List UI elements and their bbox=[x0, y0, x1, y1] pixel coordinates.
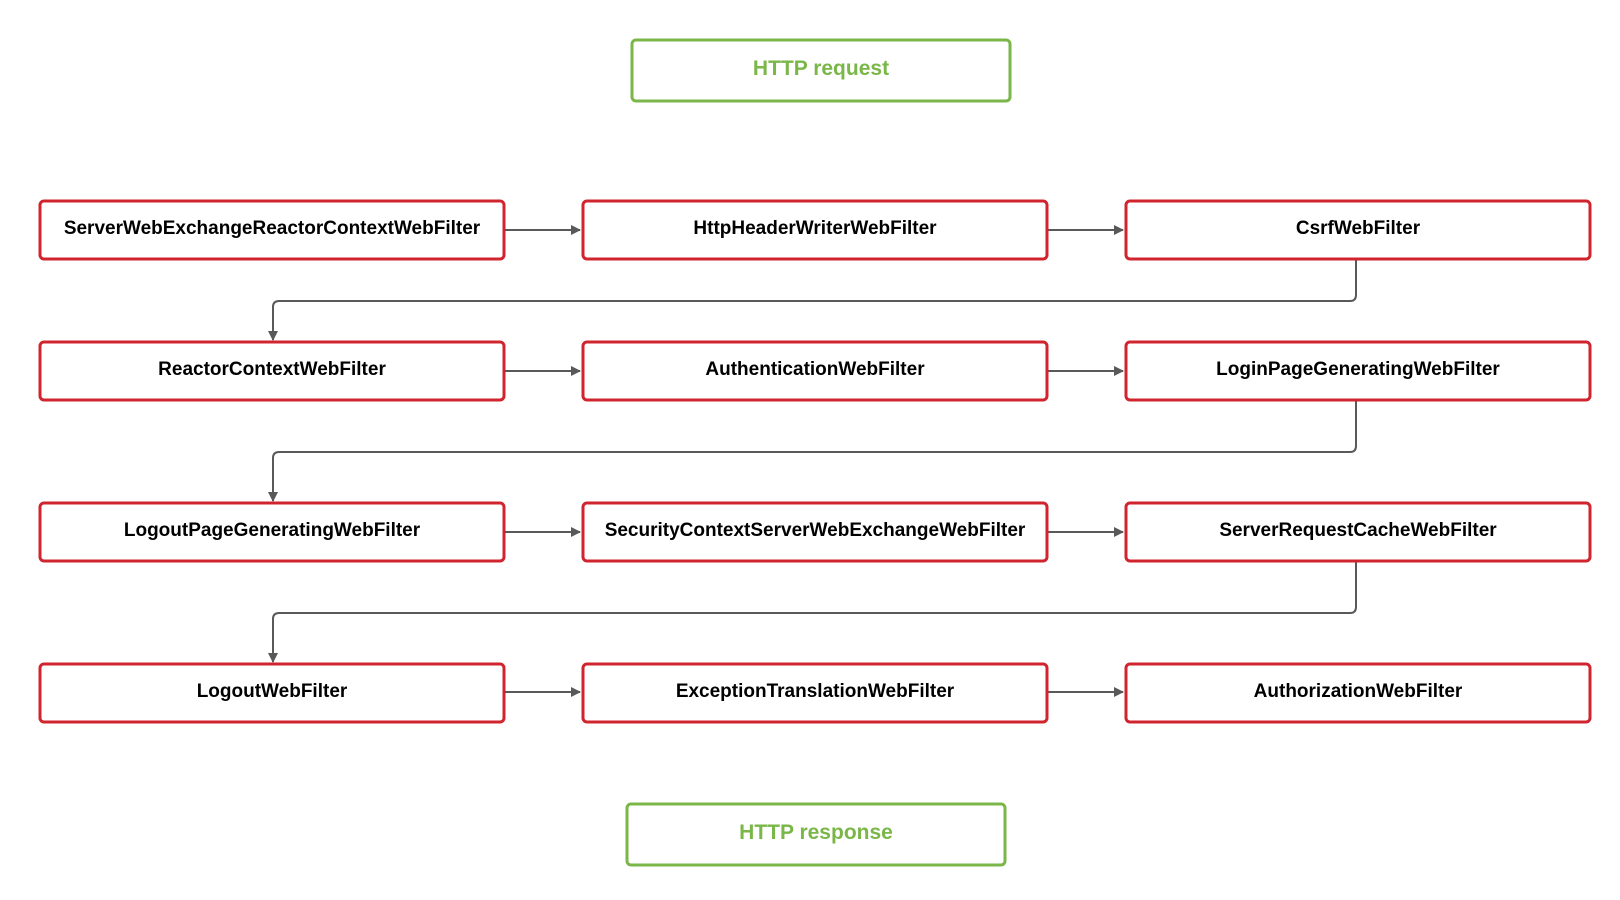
filter-label: ServerRequestCacheWebFilter bbox=[1219, 520, 1497, 541]
filter-node-server-request-cache: ServerRequestCacheWebFilter bbox=[1124, 501, 1592, 563]
http-response-label: HTTP response bbox=[739, 821, 893, 844]
filter-node-logout-page-generating: LogoutPageGeneratingWebFilter bbox=[38, 501, 506, 563]
filter-label: AuthorizationWebFilter bbox=[1254, 681, 1463, 702]
filter-node-server-web-exchange-reactor-context: ServerWebExchangeReactorContextWebFilter bbox=[38, 199, 506, 261]
filter-node-authentication: AuthenticationWebFilter bbox=[581, 340, 1049, 402]
filter-label: ExceptionTranslationWebFilter bbox=[676, 681, 955, 702]
filter-label: SecurityContextServerWebExchangeWebFilte… bbox=[605, 520, 1026, 541]
filter-node-reactor-context: ReactorContextWebFilter bbox=[38, 340, 506, 402]
filter-label: AuthenticationWebFilter bbox=[705, 359, 925, 380]
connectors bbox=[268, 225, 1357, 697]
filter-node-security-context-server-web-exchange: SecurityContextServerWebExchangeWebFilte… bbox=[581, 501, 1049, 563]
filter-node-exception-translation: ExceptionTranslationWebFilter bbox=[581, 662, 1049, 724]
http-request-label: HTTP request bbox=[753, 57, 889, 80]
connector-arrow bbox=[268, 561, 1357, 663]
filter-label: HttpHeaderWriterWebFilter bbox=[693, 218, 937, 239]
connector-arrow bbox=[268, 259, 1357, 341]
http-response-node: HTTP response bbox=[625, 802, 1007, 867]
connector-arrow bbox=[268, 400, 1357, 502]
filter-label: ServerWebExchangeReactorContextWebFilter bbox=[64, 218, 481, 239]
filter-node-logout: LogoutWebFilter bbox=[38, 662, 506, 724]
filter-label: CsrfWebFilter bbox=[1296, 218, 1421, 239]
filter-node-login-page-generating: LoginPageGeneratingWebFilter bbox=[1124, 340, 1592, 402]
filter-label: LoginPageGeneratingWebFilter bbox=[1216, 359, 1500, 380]
filter-label: LogoutWebFilter bbox=[197, 681, 348, 702]
filter-node-authorization: AuthorizationWebFilter bbox=[1124, 662, 1592, 724]
filter-label: ReactorContextWebFilter bbox=[158, 359, 386, 380]
filter-label: LogoutPageGeneratingWebFilter bbox=[124, 520, 421, 541]
filter-node-http-header-writer: HttpHeaderWriterWebFilter bbox=[581, 199, 1049, 261]
http-request-node: HTTP request bbox=[630, 38, 1012, 103]
filter-node-csrf: CsrfWebFilter bbox=[1124, 199, 1592, 261]
